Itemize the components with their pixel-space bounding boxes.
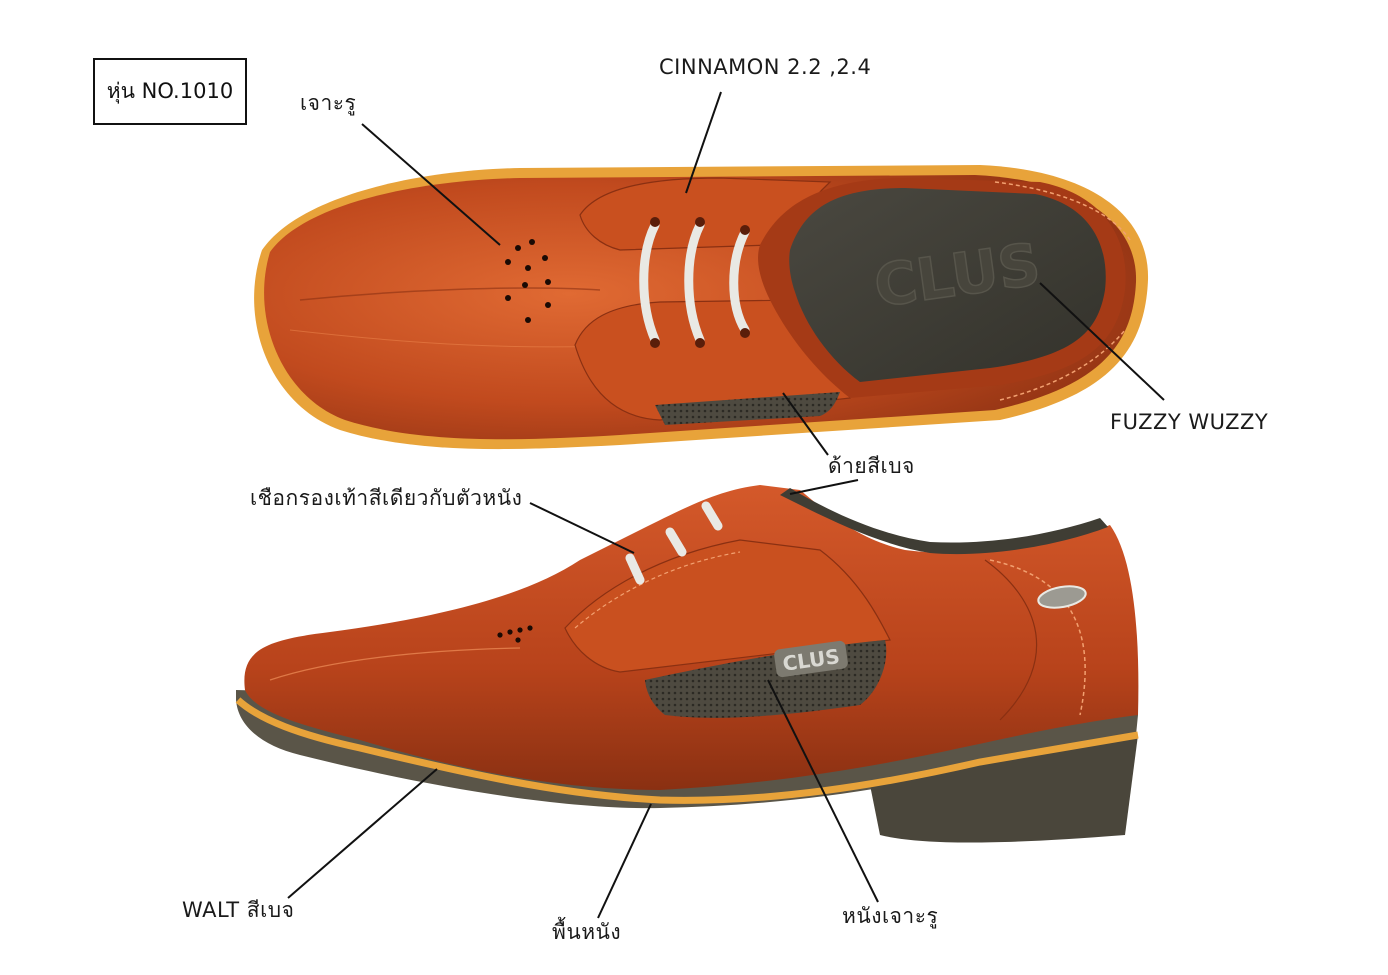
- label-sole: พื้นหนัง: [552, 920, 622, 944]
- side-welt: [235, 697, 1139, 804]
- label-cinnamon: CINNAMON 2.2 ,2.4: [659, 55, 872, 79]
- label-thread: ด้ายสีเบจ: [828, 454, 915, 478]
- side-laces: [625, 501, 723, 585]
- model-number-box: หุ่น NO.1010: [93, 58, 247, 125]
- top-insole: [789, 188, 1106, 382]
- top-laces: [639, 220, 750, 345]
- model-number: หุ่น NO.1010: [106, 79, 234, 103]
- top-thread-strip: [655, 392, 840, 425]
- label-perforated-leather: หนังเจาะรู: [842, 904, 939, 928]
- label-fuzzy-wuzzy: FUZZY WUZZY: [1110, 410, 1269, 434]
- top-perforations: [505, 239, 551, 323]
- side-quarter: [564, 539, 891, 673]
- side-view-shoe: CLUS: [235, 485, 1139, 843]
- heel-badge: [1037, 585, 1087, 609]
- label-laces: เชือกรองเท้าสีเดียวกับตัวหนัง: [250, 486, 523, 510]
- label-perforation: เจาะรู: [300, 91, 357, 115]
- leader-lines: [287, 91, 1165, 919]
- label-walt: WALT สีเบจ: [182, 898, 295, 922]
- top-view-shoe: CLUS: [254, 165, 1149, 450]
